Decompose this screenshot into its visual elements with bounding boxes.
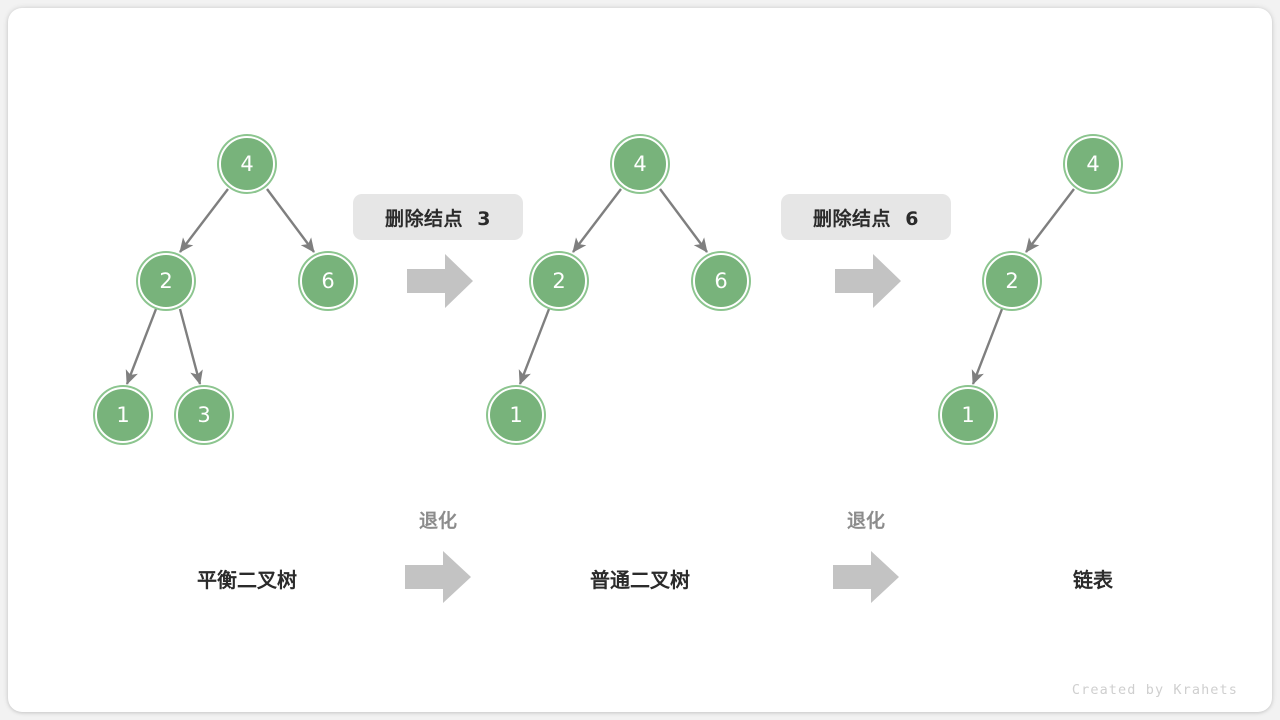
tree-node[interactable]: 6 — [693, 253, 749, 309]
transition-label-degenerate-1: 退化 — [418, 510, 457, 532]
tree-node[interactable]: 2 — [138, 253, 194, 309]
stage-caption-ordinary-bst: 普通二叉树 — [590, 568, 690, 592]
watermark-credit: Created by Krahets — [1071, 682, 1238, 698]
stage-caption-balanced-bst: 平衡二叉树 — [197, 568, 297, 592]
tree-node[interactable]: 2 — [984, 253, 1040, 309]
transition-arrow-top-2 — [835, 254, 901, 308]
operation-label-remove-3[interactable]: 删除结点 3 — [353, 194, 523, 240]
transition-arrow-bottom-1 — [405, 551, 471, 603]
tree-node[interactable]: 2 — [531, 253, 587, 309]
tree-node[interactable]: 3 — [176, 387, 232, 443]
transition-arrow-top-1 — [407, 254, 473, 308]
transition-label-degenerate-2: 退化 — [846, 510, 885, 532]
tree-node[interactable]: 4 — [1065, 136, 1121, 192]
operation-label-remove-6[interactable]: 删除结点 6 — [781, 194, 951, 240]
tree-node[interactable]: 1 — [95, 387, 151, 443]
transition-arrow-bottom-2 — [833, 551, 899, 603]
tree-node[interactable]: 6 — [300, 253, 356, 309]
tree-node[interactable]: 4 — [219, 136, 275, 192]
tree-node[interactable]: 4 — [612, 136, 668, 192]
tree-node[interactable]: 1 — [488, 387, 544, 443]
stage-caption-linked-list: 链表 — [1073, 568, 1113, 592]
figure-card — [8, 8, 1272, 712]
tree-node[interactable]: 1 — [940, 387, 996, 443]
